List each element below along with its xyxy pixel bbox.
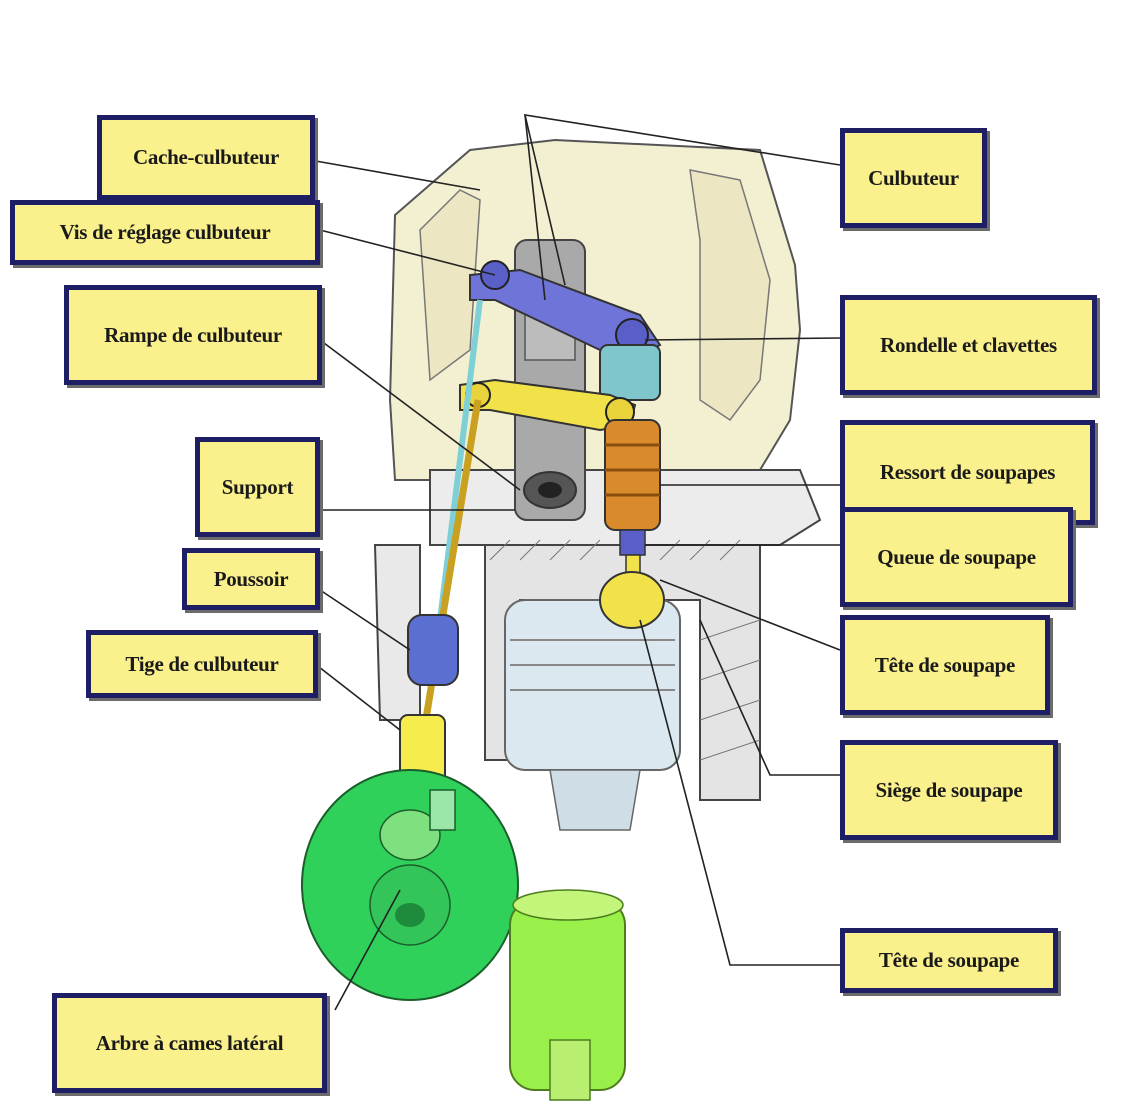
label-arbre-a-cames-lateral: Arbre à cames latéral	[52, 993, 327, 1093]
label-rondelle-clavettes: Rondelle et clavettes	[840, 295, 1097, 395]
label-vis-reglage-culbuteur: Vis de réglage culbuteur	[10, 200, 320, 265]
label-queue-soupape: Queue de soupape	[840, 507, 1073, 607]
camshaft-gear	[302, 770, 518, 1000]
crank-gear	[510, 890, 625, 1100]
piston	[505, 600, 680, 830]
label-tige-culbuteur: Tige de culbuteur	[86, 630, 318, 698]
label-culbuteur: Culbuteur	[840, 128, 987, 228]
label-tete-soupape-1: Tête de soupape	[840, 615, 1050, 715]
label-support: Support	[195, 437, 320, 537]
label-tete-soupape-2: Tête de soupape	[840, 928, 1058, 993]
label-cache-culbuteur: Cache-culbuteur	[97, 115, 315, 200]
valve-retainer	[600, 345, 660, 400]
label-siege-soupape: Siège de soupape	[840, 740, 1058, 840]
label-poussoir: Poussoir	[182, 548, 320, 610]
label-rampe-culbuteur: Rampe de culbuteur	[64, 285, 322, 385]
